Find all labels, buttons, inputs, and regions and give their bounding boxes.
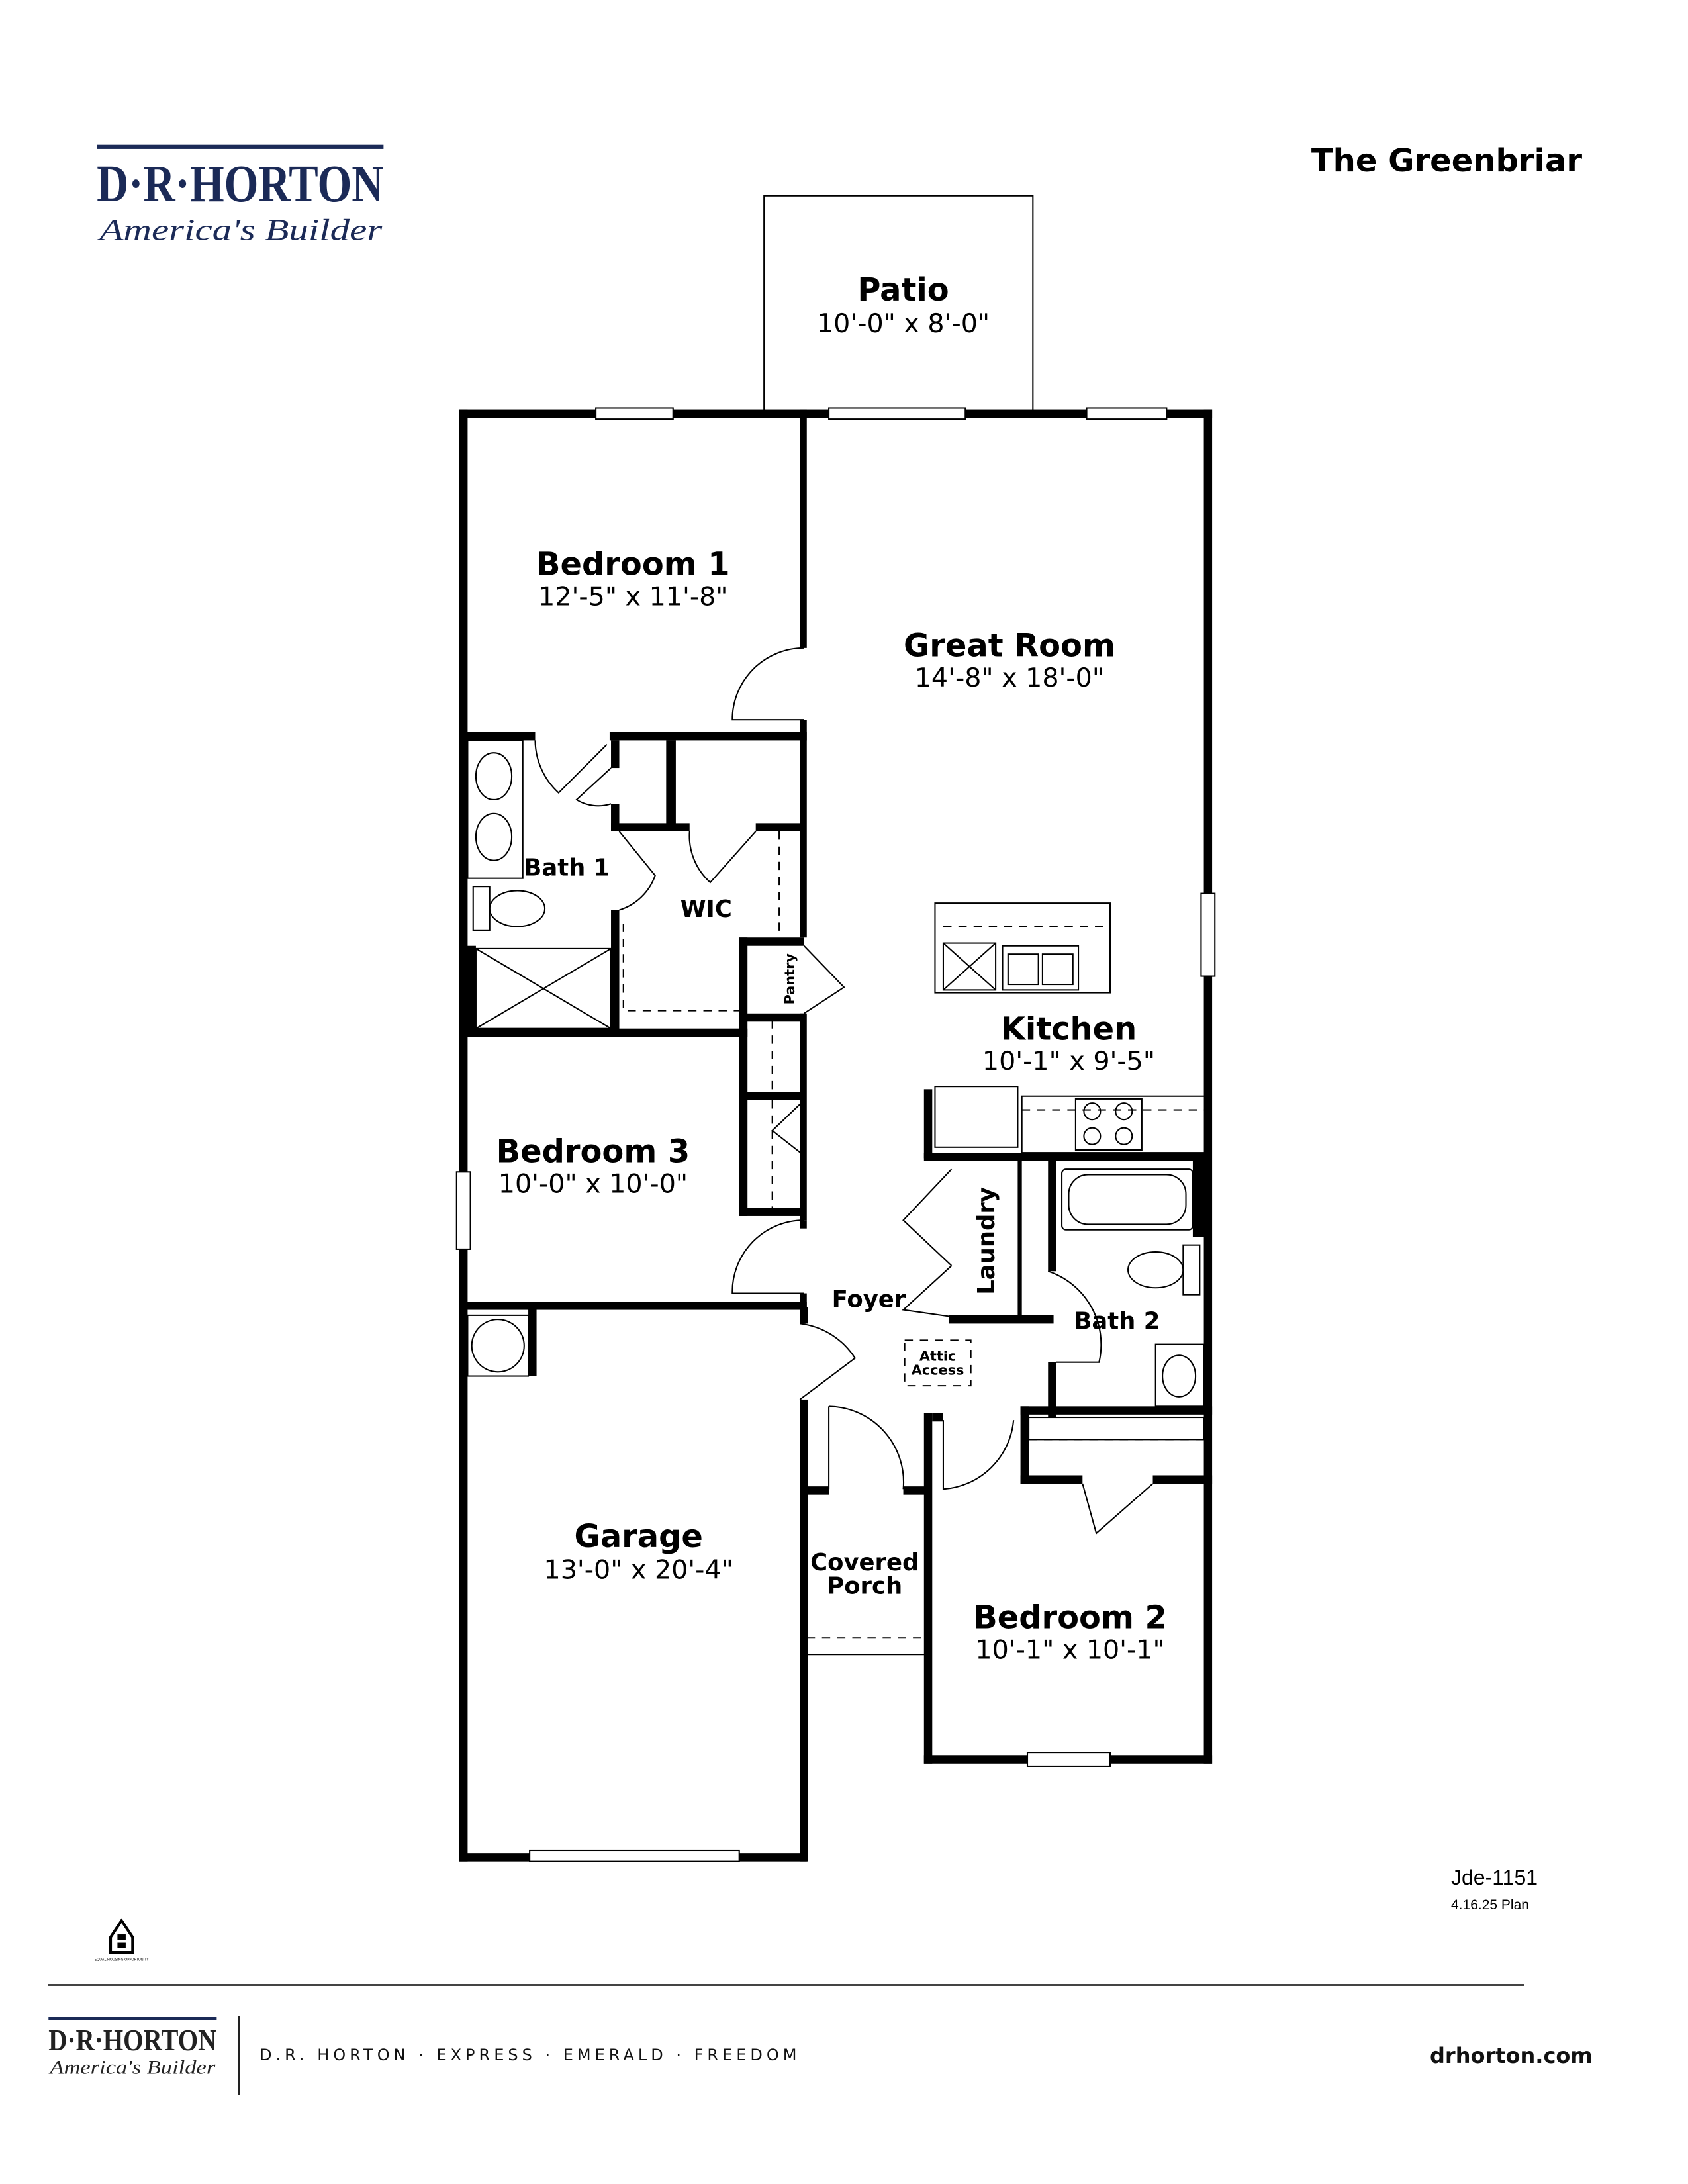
footer-vertical-divider bbox=[238, 2016, 240, 2095]
garage-size: 13'-0" x 20'-4" bbox=[544, 1555, 733, 1586]
kitchen-size: 10'-1" x 9'-5" bbox=[982, 1046, 1155, 1076]
dishwasher-icon bbox=[942, 942, 997, 991]
porch-label-line1: Covered bbox=[810, 1549, 919, 1576]
equal-housing-text: EQUAL HOUSING OPPORTUNITY bbox=[95, 1958, 150, 1962]
great-room-label: Great Room bbox=[904, 628, 1115, 664]
kitchen-sink-icon bbox=[1002, 945, 1080, 991]
attic-label-line1: Attic bbox=[919, 1349, 956, 1364]
windows bbox=[455, 407, 1216, 1862]
bath1-label: Bath 1 bbox=[524, 855, 610, 882]
kitchen-island bbox=[934, 902, 1111, 994]
sink-icon bbox=[1162, 1354, 1197, 1398]
doors bbox=[534, 647, 1154, 1535]
bedroom1-label: Bedroom 1 bbox=[536, 546, 730, 583]
water-heater-icon bbox=[467, 1314, 530, 1377]
attic-access bbox=[904, 1339, 972, 1387]
footer-logo-tagline: America's Builder bbox=[48, 2057, 216, 2078]
plan-code: Jde-1151 bbox=[1451, 1866, 1538, 1889]
logo-tagline: America's Builder bbox=[97, 213, 382, 246]
plan-title: The Greenbriar bbox=[1311, 142, 1582, 179]
website-link[interactable]: drhorton.com bbox=[1430, 2043, 1593, 2068]
walls bbox=[459, 409, 1213, 1862]
bedroom3-size: 10'-0" x 10'-0" bbox=[498, 1169, 688, 1200]
bedroom2-label: Bedroom 2 bbox=[973, 1600, 1167, 1637]
logo-text: D·R·HORTON bbox=[97, 155, 383, 213]
porch-label-line2: Porch bbox=[827, 1573, 902, 1600]
patio-label: Patio bbox=[857, 272, 949, 309]
laundry-label: Laundry bbox=[973, 1187, 1000, 1295]
footer-logo-text: D·R·HORTON bbox=[48, 2023, 216, 2057]
plan-date: 4.16.25 Plan bbox=[1451, 1897, 1529, 1913]
pantry-label: Pantry bbox=[782, 953, 798, 1005]
bedroom2-size: 10'-1" x 10'-1" bbox=[975, 1635, 1164, 1665]
bath2-label: Bath 2 bbox=[1074, 1308, 1160, 1335]
foyer-label: Foyer bbox=[832, 1286, 906, 1313]
shower-icon bbox=[475, 947, 612, 1029]
fixtures bbox=[467, 739, 1207, 1656]
footer-brands: D.R. HORTON · EXPRESS · EMERALD · FREEDO… bbox=[259, 2046, 801, 2064]
sink-icon bbox=[475, 812, 513, 861]
sink-icon bbox=[475, 752, 513, 801]
great-room-size: 14'-8" x 18'-0" bbox=[915, 663, 1104, 693]
refrigerator-icon bbox=[934, 1086, 1019, 1148]
kitchen-label: Kitchen bbox=[1001, 1011, 1137, 1047]
bedroom3-label: Bedroom 3 bbox=[496, 1134, 690, 1170]
toilet-icon bbox=[1127, 1251, 1184, 1289]
toilet-icon bbox=[489, 890, 546, 927]
bathtub-icon bbox=[1061, 1168, 1194, 1231]
attic-label-line2: Access bbox=[912, 1362, 964, 1378]
equal-housing-icon: EQUAL HOUSING OPPORTUNITY bbox=[95, 1918, 150, 1962]
garage-label: Garage bbox=[575, 1519, 703, 1555]
bedroom1-size: 12'-5" x 11'-8" bbox=[538, 581, 727, 612]
footer-drhorton-logo: D·R·HORTON America's Builder bbox=[48, 2017, 217, 2078]
wic-label: WIC bbox=[680, 896, 732, 923]
drhorton-logo: D·R·HORTON America's Builder bbox=[97, 144, 384, 246]
patio-size: 10'-0" x 8'-0" bbox=[817, 309, 990, 339]
range-icon bbox=[1074, 1098, 1143, 1151]
footer-divider bbox=[48, 1984, 1524, 1986]
